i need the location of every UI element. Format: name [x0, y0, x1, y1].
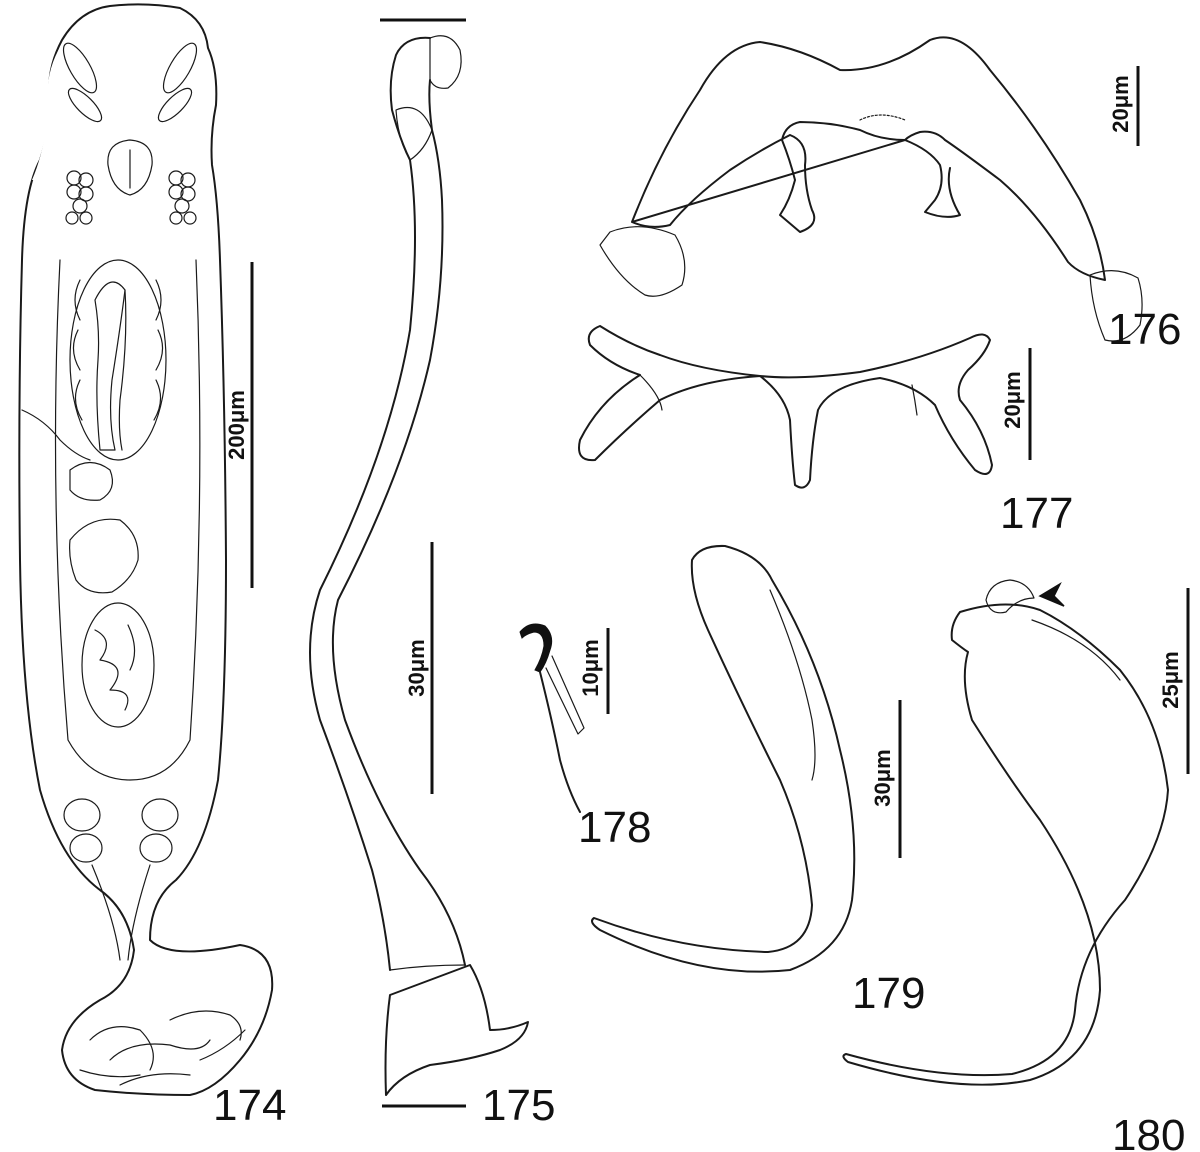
- testis: [81, 602, 155, 728]
- haptor-hooks: [79, 1010, 246, 1086]
- intestinal-crura: [54, 259, 201, 781]
- base-plate: [384, 964, 529, 1096]
- figure-177-bar: [578, 325, 993, 489]
- figure-178-hooklet: [519, 623, 585, 813]
- scale-label-177: 20μm: [1000, 371, 1025, 429]
- tube-outer: [309, 36, 431, 971]
- scale-label-176: 20μm: [1108, 75, 1133, 133]
- scale-label-175: 30μm: [404, 639, 429, 697]
- worm-body-outline: [18, 3, 274, 1096]
- arrow-pointer: [1038, 582, 1065, 607]
- figure-180-anchor: [842, 579, 1169, 1086]
- fig-176-label: 176: [1108, 305, 1181, 354]
- anterior-gland-left: [62, 42, 98, 94]
- anterior-gland-right: [162, 42, 198, 94]
- anchor-180-outline: [842, 603, 1169, 1086]
- scale-label-174: 200μm: [224, 390, 249, 460]
- copulatory-organ: [69, 259, 167, 461]
- bar-176-outline: [631, 36, 1106, 281]
- bar-177-outline: [578, 325, 993, 489]
- seminal-receptacle: [69, 461, 113, 501]
- figure-179-anchor: [591, 544, 856, 973]
- posterior-vitellaria: [63, 798, 179, 863]
- fig-178-label: 178: [578, 803, 651, 852]
- vaginal-duct: [21, 409, 91, 461]
- ovary: [69, 518, 139, 594]
- scale-label-180: 25μm: [1158, 651, 1183, 709]
- vitelline-cluster-right: [168, 170, 197, 225]
- figure-176-bar: [599, 36, 1143, 342]
- fig-179-label: 179: [852, 969, 925, 1018]
- fig-174-label: 174: [213, 1081, 286, 1130]
- fig-175-label: 175: [482, 1081, 555, 1130]
- scale-label-178: 10μm: [578, 639, 603, 697]
- anchor-180-cap: [985, 579, 1035, 614]
- vitelline-cluster-left: [65, 170, 94, 225]
- fig-180-label: 180: [1112, 1111, 1185, 1152]
- tube-inner: [331, 79, 466, 966]
- bar-176-right-foot: [1089, 270, 1143, 342]
- anchor-179-outline: [591, 544, 856, 973]
- scale-label-179: 30μm: [870, 749, 895, 807]
- hooklet-tip: [519, 623, 553, 673]
- figure-174-whole-worm: [18, 3, 274, 1096]
- pharynx: [107, 139, 153, 196]
- fig-177-label: 177: [1000, 489, 1073, 538]
- bar-176-left-foot: [599, 226, 686, 297]
- hooklet-shaft: [539, 671, 581, 813]
- figure-175-copulatory-organ: [309, 18, 529, 1108]
- bulb-head: [429, 35, 462, 89]
